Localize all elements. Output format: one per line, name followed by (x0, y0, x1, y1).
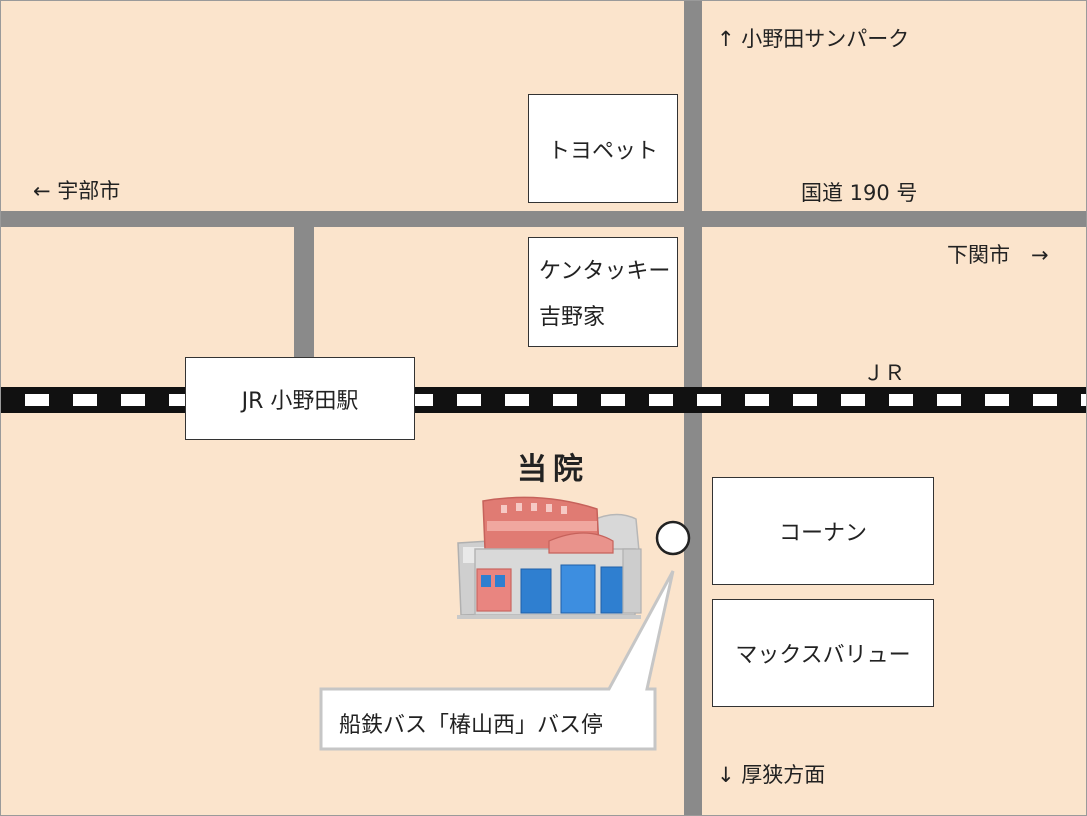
landmark-toyopet: トヨペット (528, 94, 678, 203)
landmark-kentucky-yoshinoya: ケンタッキー 吉野家 (528, 237, 678, 347)
label-west-direction: ← 宇部市 (33, 179, 121, 203)
jr-railway (1, 387, 1086, 413)
landmark-konan-label: コーナン (778, 521, 867, 546)
label-east-direction: 下関市 → (947, 243, 1049, 267)
bus-stop-marker-icon (655, 520, 691, 556)
label-jr-line: ＪＲ (863, 361, 905, 385)
bus-stop-label: 船鉄バス「椿山西」バス停 (339, 713, 604, 738)
station-label: JR 小野田駅 (241, 388, 359, 414)
label-south-direction: ↓ 厚狭方面 (717, 763, 826, 787)
landmark-kentucky-label: ケンタッキー (539, 259, 671, 284)
landmark-maxvalu: マックスバリュー (712, 599, 934, 707)
landmark-toyopet-label: トヨペット (547, 138, 658, 164)
landmark-jr-onoda-station: JR 小野田駅 (185, 357, 415, 440)
landmark-konan: コーナン (712, 477, 934, 585)
clinic-title: 当院 (517, 452, 589, 487)
road-route-190 (1, 211, 1086, 227)
landmark-maxvalu-label: マックスバリュー (735, 643, 911, 668)
label-route-190: 国道 190 号 (801, 181, 918, 205)
label-north-direction: ↑ 小野田サンパーク (717, 27, 910, 51)
road-station-access (294, 227, 314, 359)
landmark-yoshinoya-label: 吉野家 (539, 305, 606, 330)
